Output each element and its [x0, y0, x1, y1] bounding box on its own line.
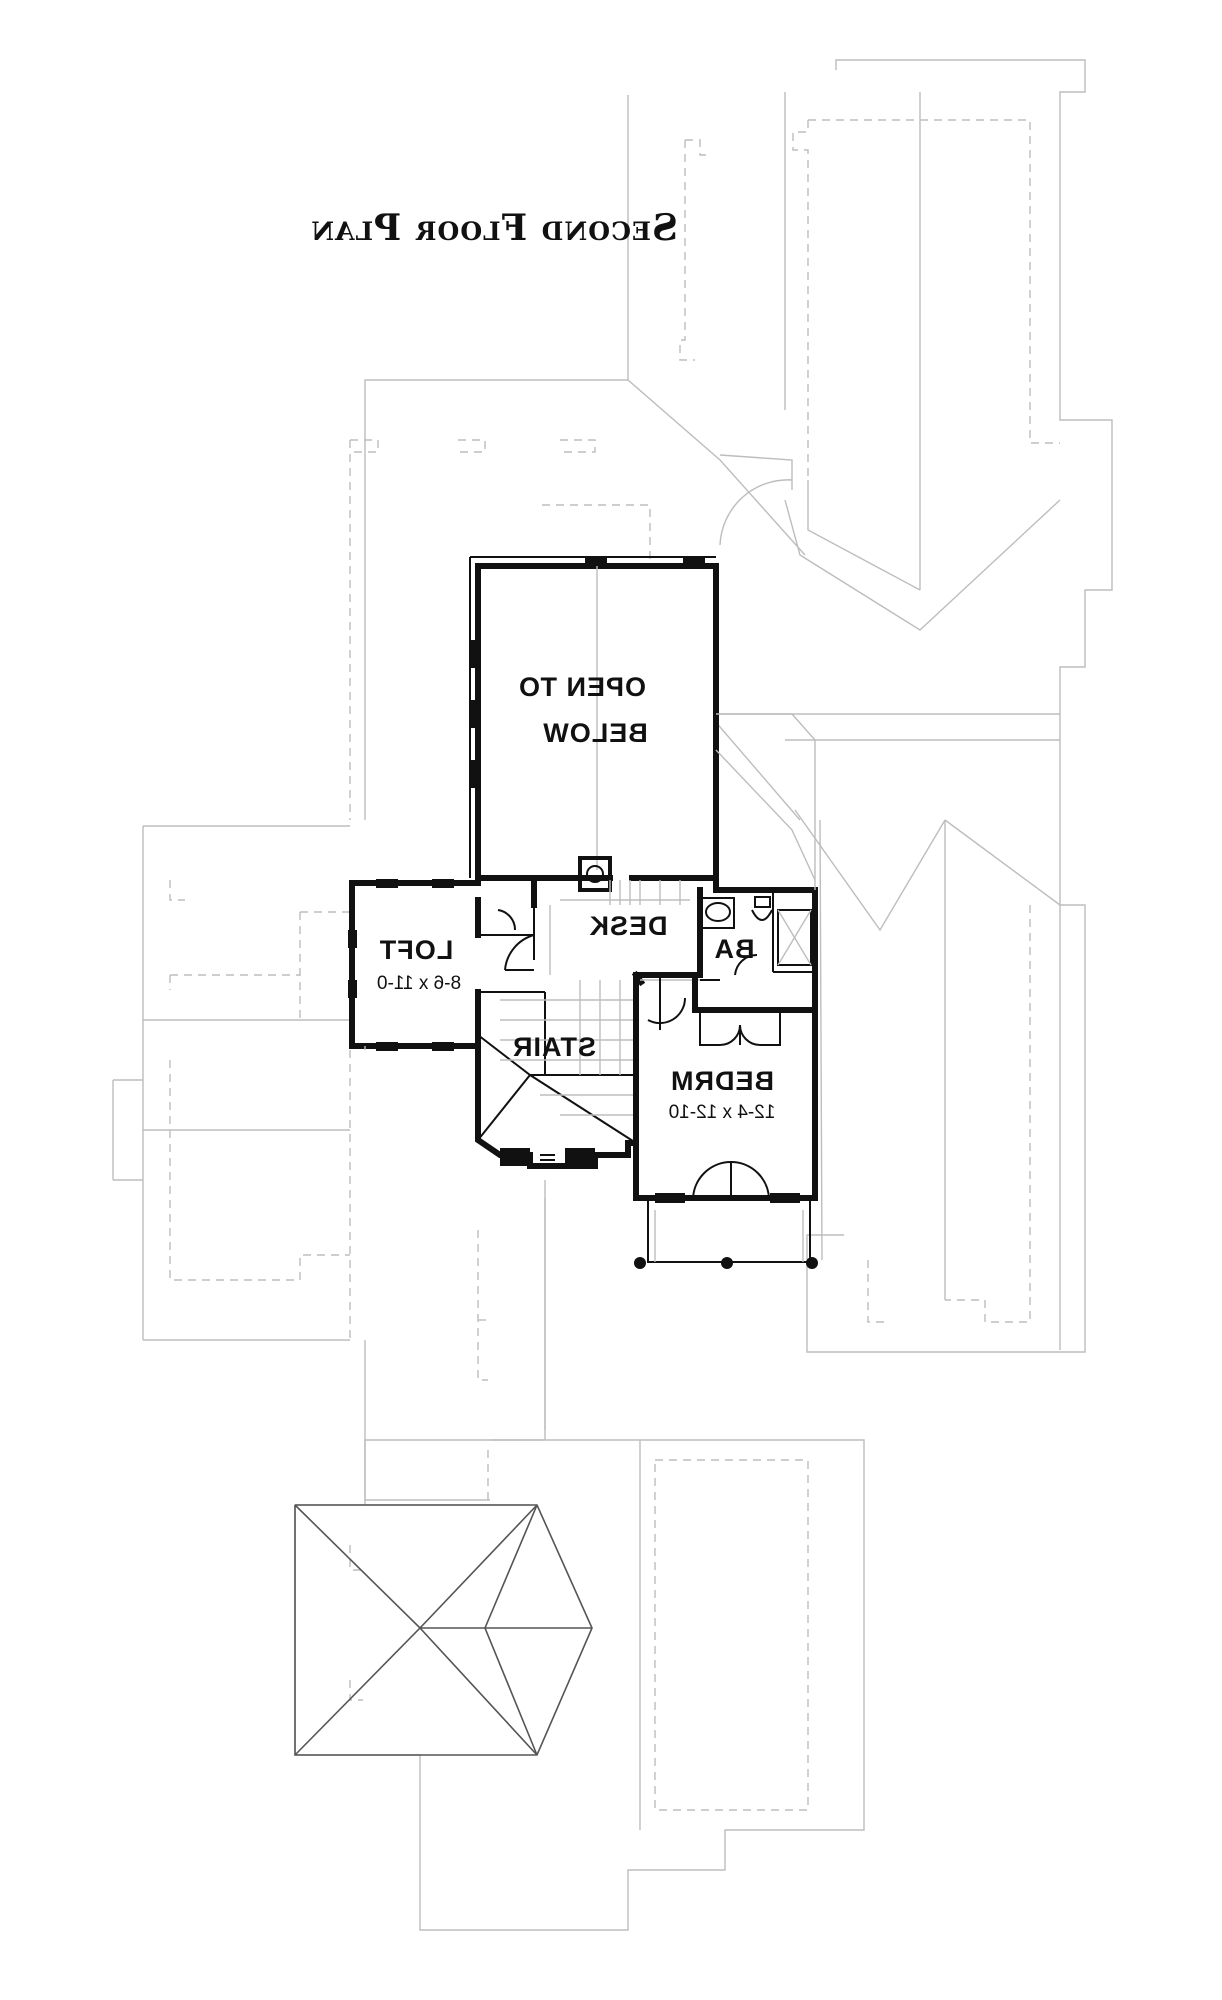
roof-outline-left	[112, 825, 351, 1341]
hip-roof-lower	[294, 1504, 593, 1756]
stair-label: STAIR	[512, 1032, 596, 1062]
balcony-rail	[634, 1198, 818, 1269]
stair-bay	[500, 1148, 595, 1166]
open-to-below-label-line2: BELOW	[542, 718, 648, 748]
plan-title: Second Floor Plan	[310, 207, 678, 249]
loft-door	[497, 909, 535, 971]
desk-label: DESK	[588, 911, 668, 941]
chimney-flue	[578, 856, 612, 892]
loft-dimensions: 8-6 x 11-0	[376, 973, 462, 994]
loft-label: LOFT	[378, 935, 454, 965]
bedroom-dimensions: 12-4 x 12-10	[668, 1102, 776, 1123]
bath-fixtures	[699, 896, 812, 976]
open-to-below-walls	[469, 556, 719, 881]
roof-outline-upper-right	[713, 59, 1113, 1353]
loft-windows	[348, 879, 454, 1051]
roof-outline-center	[364, 713, 816, 1440]
bedroom-label: BEDRM	[670, 1066, 774, 1096]
bedroom-walls	[633, 972, 800, 1203]
roof-outline-lower	[294, 1195, 865, 1931]
bath-label: BA	[713, 934, 755, 964]
open-to-below-label-line1: OPEN TO	[517, 672, 647, 702]
